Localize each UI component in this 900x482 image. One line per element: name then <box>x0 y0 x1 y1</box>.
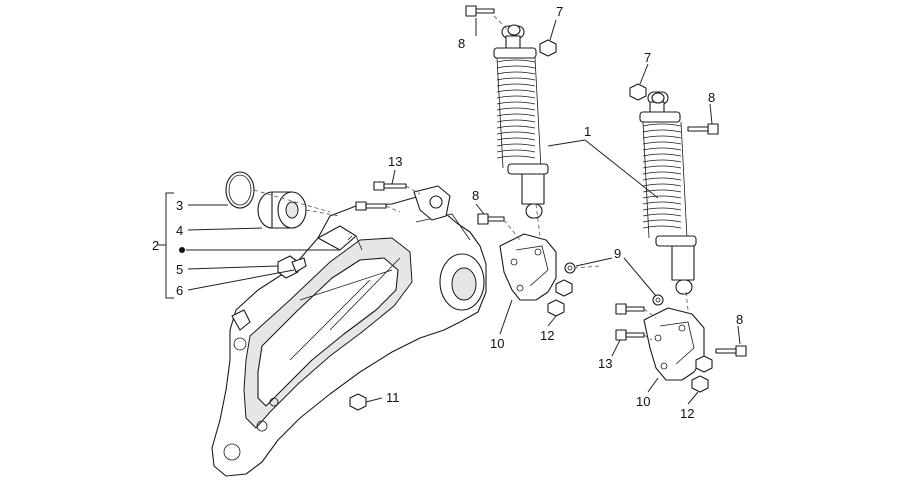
bolt-part-8-lower-right <box>715 345 747 357</box>
spring-coils-left <box>496 57 542 169</box>
callout-1: 1 <box>584 124 591 139</box>
callout-13-lower: 13 <box>598 356 612 371</box>
callout-5: 5 <box>176 262 183 277</box>
nut-part-12-left <box>547 279 573 317</box>
callout-4: 4 <box>176 223 183 238</box>
bolt-part-8-middle <box>477 213 505 225</box>
bolt-part-13-upper <box>373 181 407 191</box>
callout-7-left: 7 <box>556 4 563 19</box>
callout-8-middle: 8 <box>472 188 479 203</box>
callout-13-upper: 13 <box>388 154 402 169</box>
washer-part-9-left <box>564 262 576 274</box>
callout-8-lower-right: 8 <box>736 312 743 327</box>
bearing-part-4 <box>257 191 307 229</box>
callout-8-top-right: 8 <box>708 90 715 105</box>
swing-arm <box>211 185 487 477</box>
callout-12-right: 12 <box>680 406 694 421</box>
callout-7-right: 7 <box>644 50 651 65</box>
callout-12-left: 12 <box>540 328 554 343</box>
bolt-part-8-top-right <box>687 123 719 135</box>
washer-part-9-right <box>652 294 664 306</box>
bracket-part-10-right <box>643 307 705 381</box>
circlip-part-3 <box>225 171 255 209</box>
callout-10-left: 10 <box>490 336 504 351</box>
callout-10-right: 10 <box>636 394 650 409</box>
callout-9: 9 <box>614 246 621 261</box>
callout-2: 2 <box>152 238 159 253</box>
dot-marker <box>179 247 185 253</box>
spring-coils-right <box>642 121 688 239</box>
nut-part-7-right <box>629 83 647 101</box>
nut-part-11 <box>349 393 367 411</box>
clip-part-6 <box>291 257 307 273</box>
shock-absorber-left <box>493 24 549 219</box>
bolt-part-8-top-left <box>465 5 495 17</box>
bolt-part-13-right-lower <box>615 329 645 341</box>
bolt-part-13-right-upper <box>615 303 645 315</box>
nut-part-7-left <box>539 39 557 57</box>
callout-6: 6 <box>176 283 183 298</box>
callout-3: 3 <box>176 198 183 213</box>
callout-8-top-left: 8 <box>458 36 465 51</box>
bracket-part-10-left <box>499 233 557 301</box>
nut-part-12-right <box>691 355 713 393</box>
callout-11: 11 <box>386 390 400 405</box>
shock-absorber-right <box>639 91 697 295</box>
leader-lines <box>158 18 741 405</box>
